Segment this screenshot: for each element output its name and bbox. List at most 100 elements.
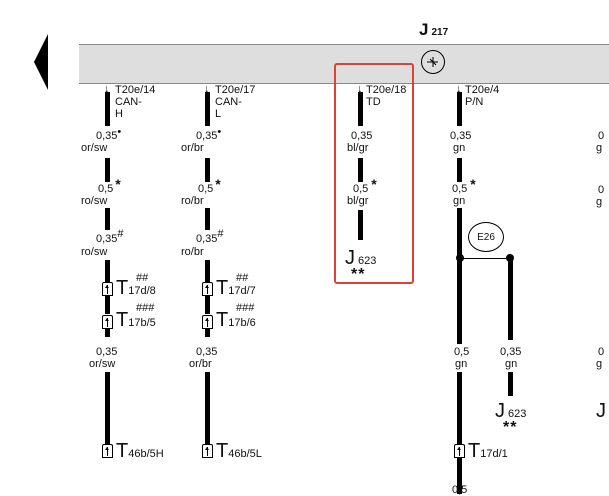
pin-label: T20e/17 [215,84,256,96]
wire-size: 0,35# [196,228,224,245]
wire-color: gn [455,358,468,370]
wire-size: 0,5* [198,176,221,195]
component-subscript: 217 [431,27,449,38]
edge-text: 0 [598,184,605,196]
wire-segment [457,158,462,182]
pin-label: T20e/18 [366,84,407,96]
wire-segment [508,258,513,340]
wire-size: 0,35 [196,346,218,358]
wire-color: ro/sw [81,246,108,258]
connector-icon [102,315,113,329]
wire-segment [105,158,110,182]
connector-icon [102,282,113,296]
wire-segment [358,158,363,182]
wire-color: or/sw [81,142,108,154]
target-mark: ** [503,419,518,436]
wire-segment [105,329,110,337]
wire-color: bl/gr [347,142,369,154]
wire-color: gn [453,195,466,207]
connector-label: T46b/5L [216,440,262,462]
connector-label: T17d/7 [216,277,256,299]
wire-color: ro/br [181,246,204,258]
connector-icon [202,315,213,329]
wire-segment [205,372,210,444]
connector-icon [102,444,113,458]
wire-size: 0,5* [98,176,121,195]
wire-size: 0,35• [196,126,222,142]
wire-color: or/br [189,358,212,370]
edge-text: 0 [598,130,605,142]
target-mark: ** [351,266,366,283]
pin-arrow-icon: ↓ [357,83,363,95]
wire-segment [105,296,110,314]
wire-color: ro/br [181,195,204,207]
wire-size-cut: 0,5 [452,484,468,496]
wire-segment [205,329,210,337]
edge-text: g [596,142,603,154]
wire-size: 0,35• [96,126,122,142]
wire-segment [457,92,462,126]
wire-segment [205,208,210,230]
wire-segment [358,210,363,240]
component-name: J [419,20,429,39]
connector-icon [202,282,213,296]
wire-segment [508,372,513,396]
pin-arrow-icon: ↓ [104,83,110,95]
signal-label: P/N [465,96,484,108]
signal-label: TD [366,96,381,108]
signal-label: CAN-H [115,96,142,120]
edge-text: 0 [598,346,605,358]
wire-segment [205,296,210,314]
connector-label: T17d/1 [468,440,508,462]
wire-color: bl/gr [347,195,369,207]
wire-size: 0,35 [500,346,522,358]
edge-text: g [596,358,603,370]
connector-mark: ## [136,272,149,284]
connector-mark: ### [136,302,155,314]
edge-text: J [596,400,606,422]
wire-segment [358,92,363,126]
wire-size: 0,5* [452,176,476,195]
wire-color: or/sw [89,358,116,370]
pin-label: T20e/4 [465,84,500,96]
wire-size: 0,35# [96,228,124,245]
wire-segment [205,158,210,182]
wire-segment [105,260,110,282]
edge-text: g [596,196,603,208]
connector-label: T17b/6 [216,309,256,331]
pin-arrow-icon: ↓ [204,83,210,95]
wire-segment [205,260,210,282]
wire-color: gn [453,142,466,154]
previous-page-arrow[interactable] [34,34,48,90]
connector-label: T46b/5H [116,440,164,462]
wire-size: 0,5 [454,346,470,358]
wire-segment [105,372,110,444]
wire-segment [457,458,462,494]
highlight-box [334,63,414,284]
wire-color: gn [505,358,518,370]
connector-mark: ### [236,302,255,314]
connector-icon [454,444,465,458]
wire-segment [457,208,462,344]
wire-segment [105,208,110,230]
signal-label: CAN-L [215,96,242,120]
wire-color: or/br [181,142,204,154]
wire-color: ro/sw [81,195,108,207]
wire-segment [457,372,462,444]
pin-arrow-icon: ↓ [456,83,462,95]
wire-segment [205,92,210,126]
wire-size: 0,35 [351,130,373,142]
ground-symbol-icon [421,50,445,74]
connector-label: T17d/8 [116,277,156,299]
connector-label: T17b/5 [116,309,156,331]
e26-component: E26 [468,222,504,252]
wire-size: 0,35 [450,130,472,142]
pin-label: T20e/14 [115,84,156,96]
connector-mark: ## [236,272,249,284]
connector-icon [202,444,213,458]
wire-segment [105,92,110,126]
wire-size: 0,5* [353,176,377,195]
